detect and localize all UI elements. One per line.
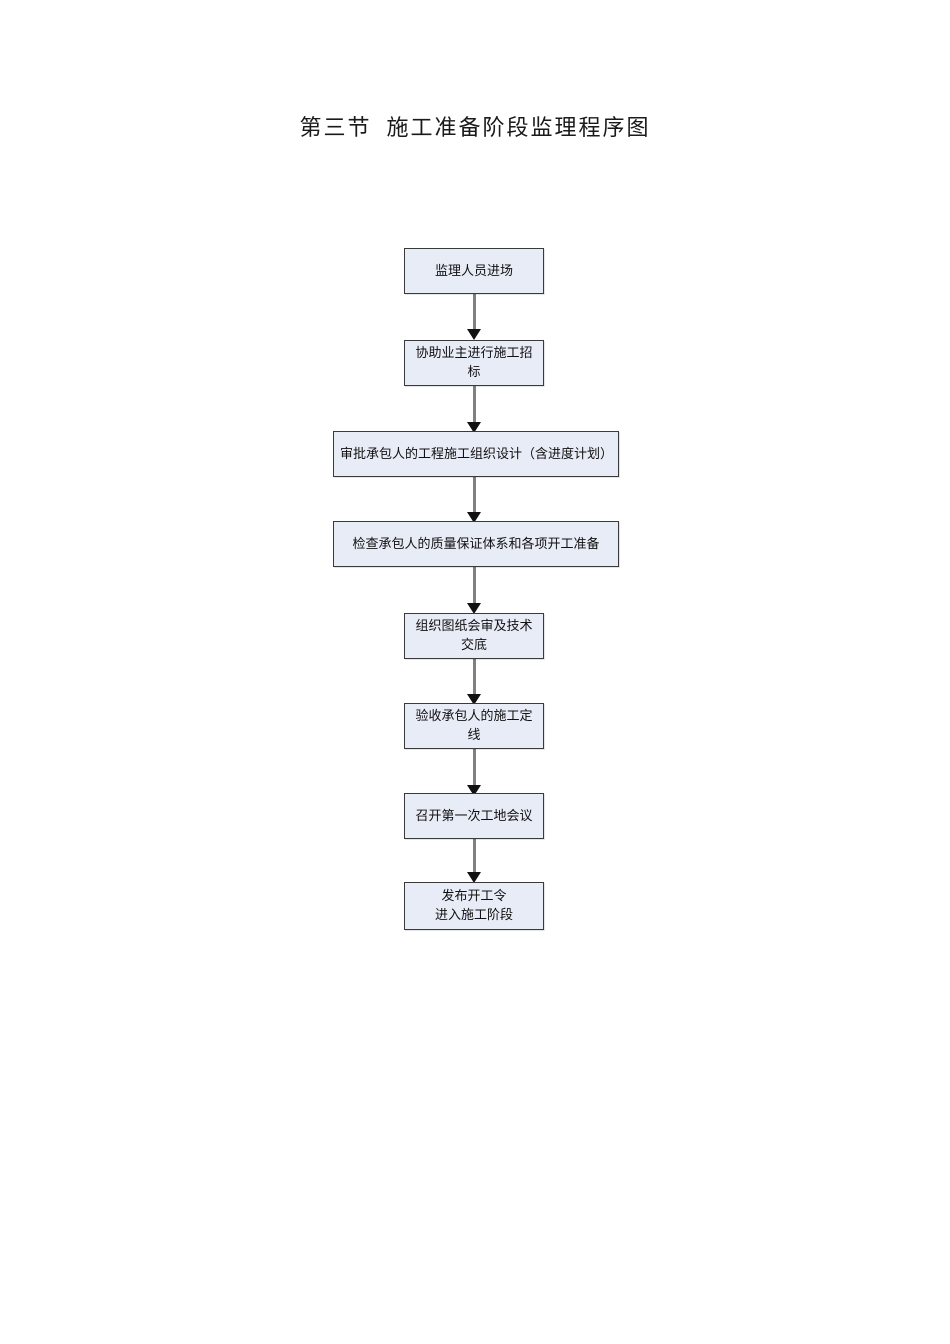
arrowhead-icon (467, 785, 481, 796)
flow-node-label: 召开第一次工地会议 (415, 807, 533, 823)
flow-node-label: 协助业主进行施工招标 (415, 345, 533, 379)
flow-node-3[interactable]: 审批承包人的工程施工组织设计（含进度计划） (333, 431, 619, 477)
flow-node-4[interactable]: 检查承包人的质量保证体系和各项开工准备 (333, 521, 619, 567)
arrowhead-icon (467, 512, 481, 523)
flow-node-label: 监理人员进场 (434, 262, 513, 278)
flow-node-2[interactable]: 协助业主进行施工招标 (404, 340, 544, 386)
connector-stem (472, 749, 476, 785)
flow-node-label: 审批承包人的工程施工组织设计（含进度计划） (340, 445, 614, 461)
connector-stem (472, 839, 476, 872)
flow-node-7[interactable]: 召开第一次工地会议 (404, 793, 544, 839)
flow-node-label: 检查承包人的质量保证体系和各项开工准备 (352, 535, 600, 551)
arrowhead-icon (467, 872, 481, 883)
flow-node-6[interactable]: 验收承包人的施工定线 (404, 703, 544, 749)
flow-node-1[interactable]: 监理人员进场 (404, 248, 544, 294)
connector-stem (472, 294, 476, 329)
flow-node-8[interactable]: 发布开工令 进入施工阶段 (404, 882, 544, 930)
connector-stem (472, 659, 476, 694)
flow-node-label: 组织图纸会审及技术交底 (415, 618, 533, 652)
page-title: 第三节 施工准备阶段监理程序图 (299, 115, 651, 140)
arrowhead-icon (467, 422, 481, 433)
flow-node-label: 验收承包人的施工定线 (415, 708, 533, 742)
connector-stem (472, 386, 476, 422)
flow-node-5[interactable]: 组织图纸会审及技术交底 (404, 613, 544, 659)
flow-node-label: 发布开工令 进入施工阶段 (434, 888, 513, 922)
arrowhead-icon (467, 603, 481, 614)
arrowhead-icon (467, 694, 481, 705)
connector-stem (472, 567, 476, 603)
connector-stem (472, 477, 476, 512)
arrowhead-icon (467, 329, 481, 340)
